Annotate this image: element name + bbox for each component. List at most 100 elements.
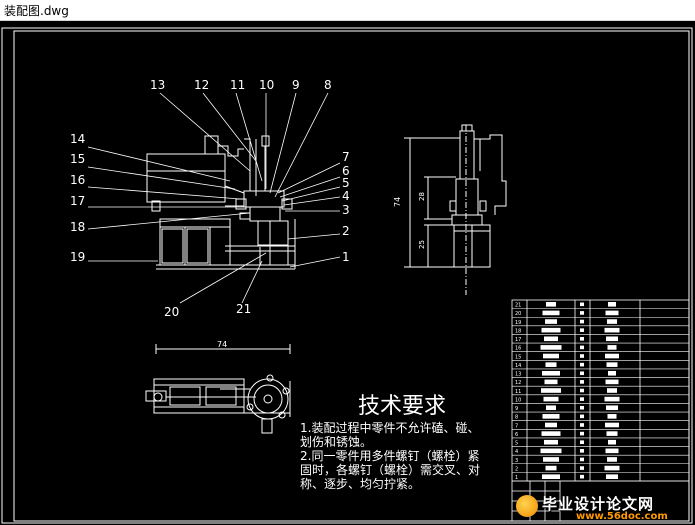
bom-row-name-block	[543, 396, 559, 402]
bom-row-number: 10	[515, 397, 521, 403]
plan-view	[145, 344, 291, 434]
bom-row-material-block	[607, 414, 617, 419]
bom-row-number: 17	[515, 337, 521, 343]
bom-row-number: 3	[515, 458, 518, 464]
bom-row-name-block	[546, 405, 556, 411]
bom-row-name-block	[546, 302, 556, 307]
front-view	[146, 135, 296, 270]
bom-row-name-block	[545, 422, 557, 428]
bom-row-number: 2	[515, 466, 518, 472]
dim-side-low: 25	[418, 240, 426, 249]
bom-row-name-block	[540, 448, 562, 454]
dim-plan-width: 74	[217, 340, 227, 349]
bom-row-qty-block	[580, 474, 584, 479]
bom-row-qty-block	[580, 336, 584, 341]
callout-4: 4	[342, 189, 350, 203]
bom-row-material-block	[606, 336, 618, 342]
bom-row-number: 19	[515, 320, 521, 326]
bom-row-qty-block	[580, 371, 584, 376]
bom-row-qty-block	[580, 440, 584, 445]
title-bar: 装配图.dwg	[0, 0, 695, 21]
bom-row-number: 15	[515, 354, 521, 360]
bom-row-name-block	[543, 457, 559, 462]
bom-row-number: 18	[515, 328, 521, 334]
watermark: 毕业设计论文网 www.56doc.com	[516, 493, 691, 523]
bom-row-qty-block	[580, 431, 584, 436]
callout-1: 1	[342, 250, 350, 264]
callout-19: 19	[70, 250, 85, 264]
bom-row-material-block	[604, 396, 620, 402]
bom-row-number: 7	[515, 423, 518, 429]
bom-row-material-block	[608, 302, 616, 307]
bom-row-number: 1	[515, 475, 518, 481]
bom-row-qty-block	[580, 466, 584, 470]
bom-row-name-block	[545, 465, 557, 471]
bom-row-material-block	[608, 370, 616, 376]
bom-row-material-block	[605, 448, 619, 454]
callout-17: 17	[70, 194, 85, 208]
bom-row-qty-block	[580, 423, 584, 427]
tech-line-4: 固时，各螺钉（螺栓）需交叉、对	[300, 462, 480, 477]
bom-row-name-block	[544, 336, 558, 342]
bom-row-number: 8	[515, 415, 518, 421]
callout-5: 5	[342, 176, 350, 190]
bom-row-number: 6	[515, 432, 518, 438]
callout-11: 11	[230, 78, 245, 92]
callout-20: 20	[164, 305, 179, 319]
bom-row-number: 5	[515, 441, 518, 447]
callout-14: 14	[70, 132, 85, 146]
tech-line-2: 划伤和锈蚀。	[300, 435, 372, 449]
tech-heading: 技术要求	[358, 394, 446, 419]
bom-row-name-block	[542, 414, 560, 419]
callout-13: 13	[150, 78, 165, 92]
dim-side-height: 74	[393, 197, 402, 207]
callout-15: 15	[70, 152, 85, 166]
bom-row-number: 14	[515, 363, 521, 369]
bom-row-name-block	[545, 362, 557, 367]
bom-row-name-block	[541, 327, 561, 333]
bill-of-materials	[511, 299, 690, 522]
bom-row-number: 9	[515, 406, 518, 412]
bom-row-qty-block	[580, 380, 584, 384]
bom-row-name-block	[542, 474, 560, 479]
bom-row-material-block	[606, 362, 618, 367]
bom-row-qty-block	[580, 302, 584, 307]
bom-row-qty-block	[580, 362, 584, 367]
drawing-canvas[interactable]: 13 12 11 10 9 8 14 15 16 17 18 19 7 6 5 …	[0, 21, 695, 525]
bom-row-material-block	[607, 457, 617, 462]
bom-row-number: 12	[515, 380, 521, 386]
cad-drawing: 13 12 11 10 9 8 14 15 16 17 18 19 7 6 5 …	[1, 27, 693, 524]
bom-row-name-block	[545, 319, 557, 324]
bom-row-number: 20	[515, 311, 521, 317]
bom-row-name-block	[541, 431, 561, 436]
tech-line-1: 1.装配过程中零件不允许磕、碰、	[300, 420, 479, 435]
callout-21: 21	[236, 302, 251, 316]
bom-row-qty-block	[580, 354, 584, 358]
side-dimension-labels: 74 28 25	[393, 192, 426, 249]
bom-row-qty-block	[580, 397, 584, 401]
bom-row-material-block	[606, 474, 618, 479]
bom-row-material-block	[607, 345, 617, 350]
callout-7: 7	[342, 150, 350, 164]
drawing-border	[1, 27, 693, 524]
callout-18: 18	[70, 220, 85, 234]
callout-9: 9	[292, 78, 300, 92]
bom-row-material-block	[608, 439, 616, 445]
bom-row-qty-block	[580, 311, 584, 315]
bom-row-number: 4	[515, 449, 518, 455]
bom-row-qty-block	[580, 319, 584, 324]
callout-3: 3	[342, 203, 350, 217]
bom-row-number: 16	[515, 346, 521, 352]
bom-row-qty-block	[580, 449, 584, 453]
dim-side-mid: 28	[418, 192, 426, 201]
watermark-text: 毕业设计论文网	[542, 495, 655, 513]
bom-row-qty-block	[580, 328, 584, 332]
bom-row-name-block	[542, 310, 560, 316]
bom-row-number: 13	[515, 372, 521, 378]
drawing-frame	[13, 30, 690, 522]
technical-requirements: 技术要求 1.装配过程中零件不允许磕、碰、 划伤和锈蚀。 2.同一零件用多件螺钉…	[300, 394, 480, 491]
watermark-logo-icon	[516, 495, 538, 517]
bom-row-qty-block	[580, 405, 584, 410]
bom-row-material-block	[605, 422, 619, 428]
